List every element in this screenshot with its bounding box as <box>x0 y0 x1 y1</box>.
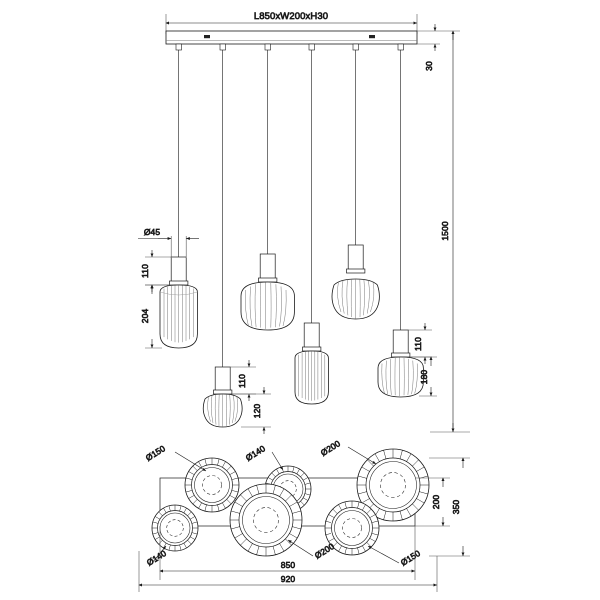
label-shade-height-1: 204 <box>140 309 150 324</box>
label-holder-length-2: 110 <box>237 374 247 388</box>
pendant-1-shade <box>159 284 198 349</box>
label-shade-height-3: 180 <box>419 370 429 385</box>
pendant-6 <box>377 329 424 398</box>
pendant-cords <box>178 50 402 367</box>
dim-canopy-height <box>417 24 440 51</box>
pendant-3-holder <box>259 253 276 281</box>
canopy-screw-mark-left <box>204 35 210 39</box>
canopy-bar <box>165 30 418 51</box>
dim-plan-overall-width <box>429 457 470 557</box>
plan-shade-bottom-3 <box>324 500 380 556</box>
label-plan-overall-length: 920 <box>281 574 296 584</box>
dim-holder-diameter <box>138 236 199 258</box>
pendant-4 <box>294 322 329 405</box>
canopy-screw-mark-right <box>369 35 375 39</box>
pendant-5-holder <box>347 244 364 272</box>
pendant-2-shade <box>202 393 243 428</box>
pendant-1-holder <box>170 256 187 284</box>
pendant-5-shade <box>331 278 380 320</box>
pendant-2-holder <box>214 366 231 393</box>
pendant-4-shade <box>294 350 329 405</box>
plan-shade-top-1 <box>184 457 240 513</box>
pendant-4-holder <box>303 322 320 350</box>
dim-plan-inner-width <box>415 477 450 527</box>
label-holder-length-3: 110 <box>413 337 423 351</box>
pendant-2 <box>202 366 243 428</box>
elevation-view: L850xW200xH30 30 <box>138 11 470 434</box>
dim-shade-height-2 <box>232 387 271 434</box>
label-total-drop: 1500 <box>440 221 450 240</box>
dim-shade-height-3 <box>410 356 437 397</box>
plan-view: Ø150 Ø140 Ø200 Ø140 Ø200 Ø150 200 350 85… <box>138 438 470 592</box>
label-plan-inner-width: 200 <box>431 495 441 510</box>
label-shade-height-2: 120 <box>252 404 262 419</box>
pendant-1 <box>159 256 198 349</box>
cord-outlets <box>175 43 404 51</box>
dim-shade-height-1 <box>145 284 170 349</box>
plan-shade-bottom-1 <box>151 504 199 552</box>
label-overall-size: L850xW200xH30 <box>254 11 328 22</box>
dim-plan-plate-length <box>159 526 416 580</box>
pendant-3-shade <box>240 281 295 331</box>
label-plan-plate-length: 850 <box>281 560 296 570</box>
pendant-5 <box>331 244 380 320</box>
pendant-6-shade <box>377 356 424 398</box>
plan-shade-top-3 <box>356 448 430 522</box>
label-canopy-height: 30 <box>424 61 434 71</box>
plan-leaders <box>151 446 400 564</box>
pendant-6-holder <box>392 329 409 356</box>
plan-shade-bottom-2 <box>229 483 303 557</box>
pendant-3 <box>240 253 295 331</box>
dim-plan-overall-length <box>138 551 438 592</box>
label-plan-overall-width: 350 <box>451 500 461 515</box>
dim-total-drop <box>430 30 470 433</box>
label-holder-diameter: Ø45 <box>144 227 161 237</box>
label-holder-length-1: 110 <box>140 264 150 278</box>
